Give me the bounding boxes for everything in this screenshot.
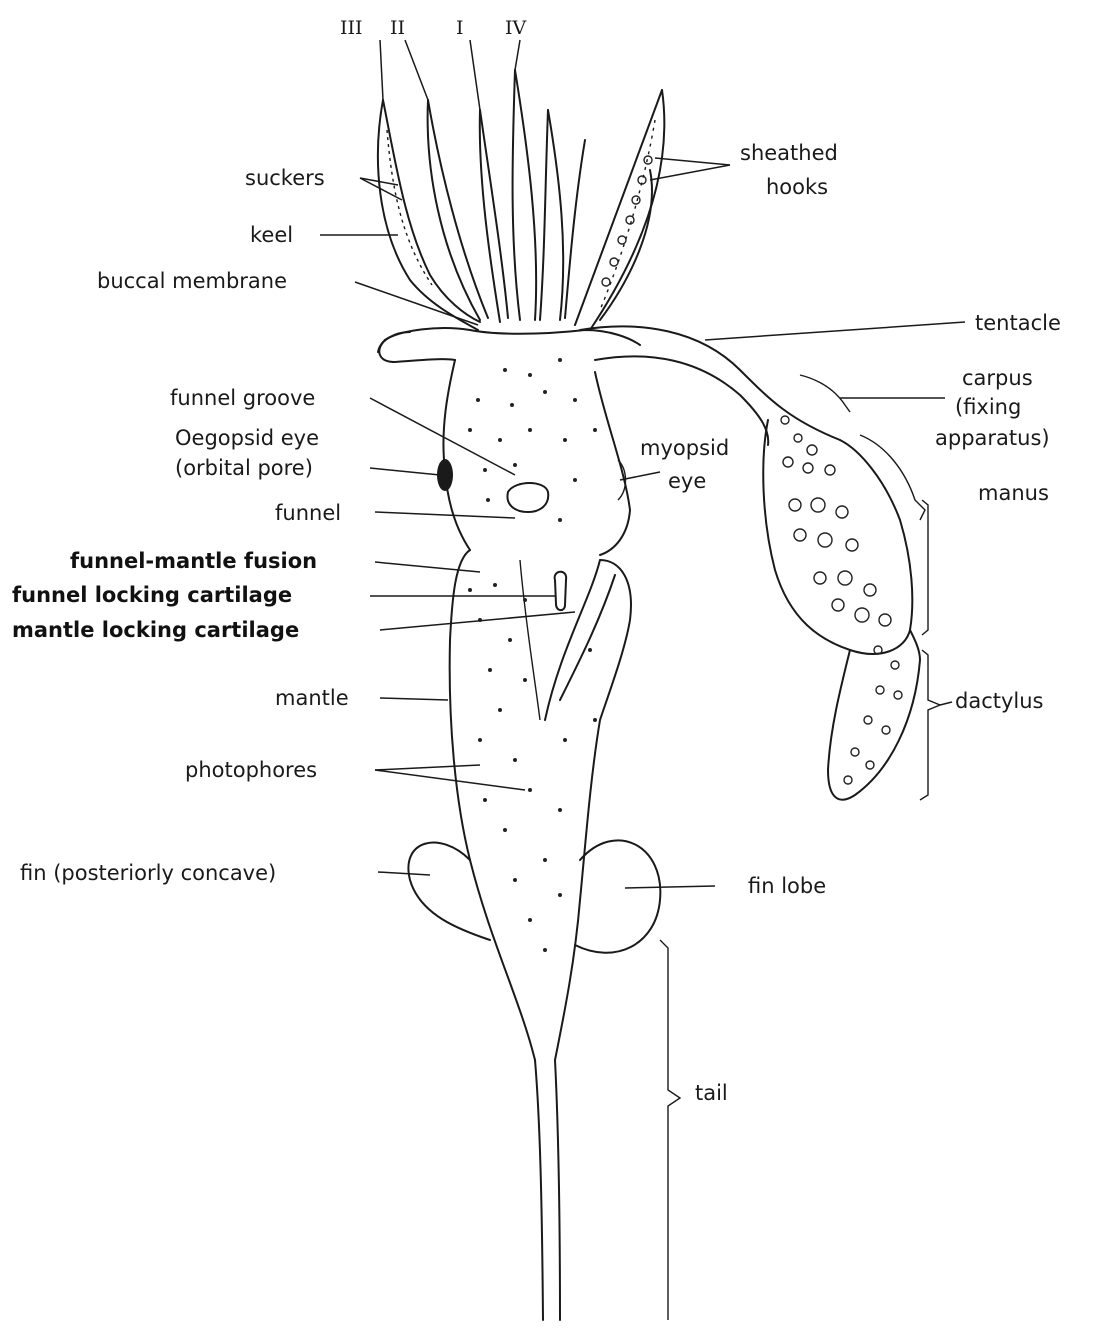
label-carpus-line2: (fixing	[955, 395, 1021, 419]
arm-iv	[513, 70, 537, 320]
head-outline	[378, 328, 640, 555]
label-fin-lobe: fin lobe	[748, 874, 826, 898]
label-myopsid-eye-line1: myopsid	[640, 436, 729, 460]
label-fin: fin (posteriorly concave)	[20, 861, 276, 885]
label-suckers: suckers	[245, 166, 325, 190]
funnel-shape	[507, 483, 548, 512]
tail-brace	[660, 940, 680, 1320]
club-suckers	[781, 416, 902, 784]
label-tail: tail	[695, 1081, 728, 1105]
label-funnel-locking-cartilage: funnel locking cartilage	[12, 583, 292, 607]
label-funnel-mantle-fusion: funnel-mantle fusion	[70, 549, 317, 573]
arm-label-iii: III	[340, 17, 363, 39]
mantle-outline	[450, 550, 631, 1060]
label-funnel: funnel	[275, 501, 341, 525]
label-photophores: photophores	[185, 758, 317, 782]
photophores-dots	[468, 358, 597, 952]
arm-label-iv: IV	[505, 17, 527, 39]
label-keel: keel	[250, 223, 293, 247]
label-mantle: mantle	[275, 686, 349, 710]
label-carpus-line3: apparatus)	[935, 426, 1050, 450]
label-manus: manus	[978, 481, 1049, 505]
arm-numerals: III II I IV	[340, 17, 527, 39]
label-carpus-line1: carpus	[962, 366, 1033, 390]
arm-center-tips	[540, 110, 585, 320]
label-buccal-membrane: buccal membrane	[97, 269, 287, 293]
label-sheathed-hooks-line1: sheathed	[740, 141, 838, 165]
label-funnel-groove: funnel groove	[170, 386, 315, 410]
manus-brace	[922, 500, 928, 635]
arm-label-i: I	[456, 17, 464, 39]
label-myopsid-eye-line2: eye	[668, 469, 706, 493]
carpus-bracket	[800, 375, 850, 412]
fin-right	[575, 840, 660, 952]
arm-i	[480, 110, 508, 322]
tentacle-outline	[580, 326, 840, 445]
label-mantle-locking-cartilage: mantle locking cartilage	[12, 618, 299, 642]
label-oegopsid-eye-line1: Oegopsid eye	[175, 426, 319, 450]
label-tentacle: tentacle	[975, 311, 1061, 335]
label-oegopsid-eye-line2: (orbital pore)	[175, 456, 313, 480]
label-sheathed-hooks-line2: hooks	[766, 175, 828, 199]
tail-outline	[535, 1060, 560, 1320]
arm-label-ii: II	[390, 17, 405, 39]
dactylus-brace	[920, 650, 940, 800]
manus-bracket	[860, 435, 925, 520]
right-hooked-arm	[575, 90, 664, 330]
label-dactylus: dactylus	[955, 689, 1044, 713]
